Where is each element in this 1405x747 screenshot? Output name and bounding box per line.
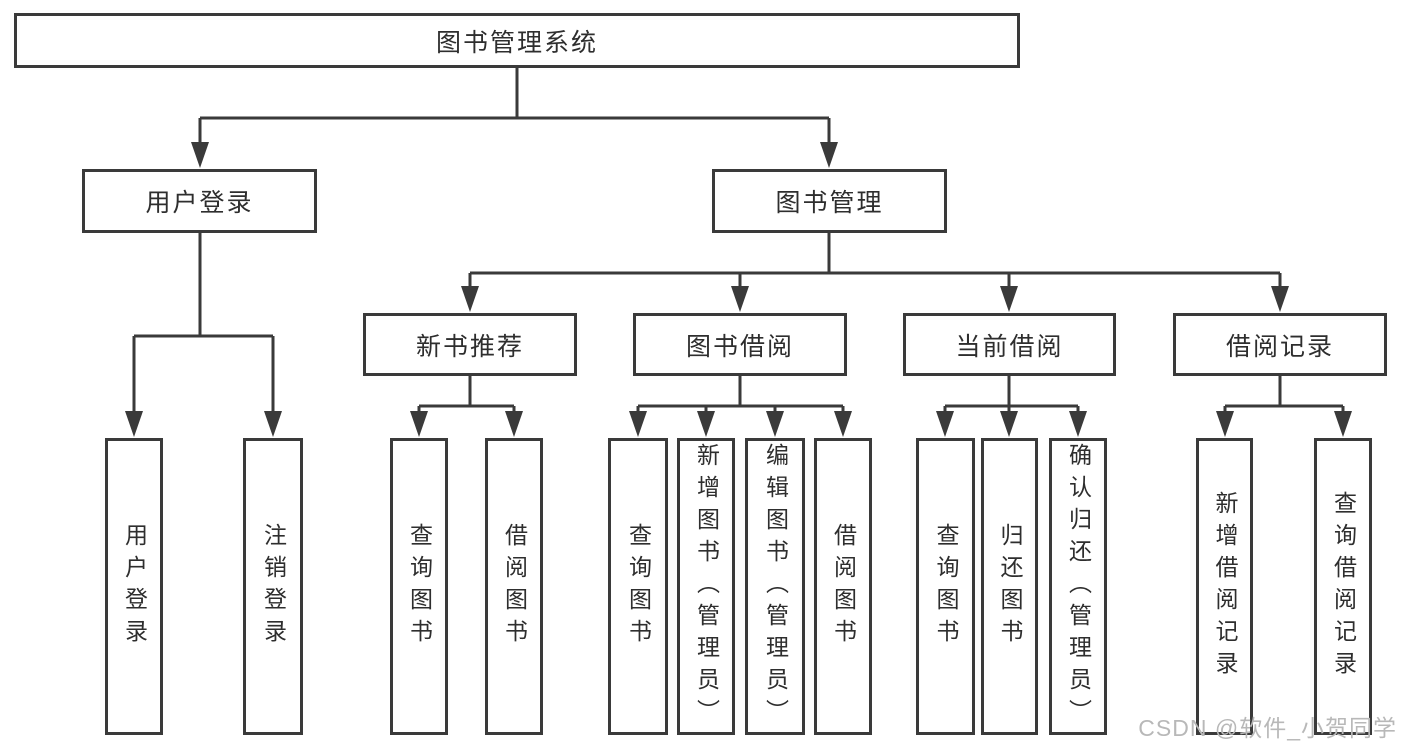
leaf-user-login-label: 用户登录	[121, 522, 148, 651]
node-user-login-label: 用户登录	[145, 189, 254, 217]
leaf-add-book-admin-label: 新增图书（管理员）	[693, 442, 720, 731]
node-current-borrowing: 当前借阅	[903, 313, 1116, 376]
leaf-query-books-borrowing: 查询图书	[608, 438, 668, 735]
connector-book-management	[461, 233, 1289, 312]
leaf-add-book-admin: 新增图书（管理员）	[677, 438, 735, 735]
leaf-query-borrow-record-label: 查询借阅记录	[1330, 490, 1357, 683]
leaf-borrow-book-borrowing-label: 借阅图书	[830, 522, 857, 651]
leaf-borrow-book-recommend: 借阅图书	[485, 438, 543, 735]
leaf-return-book: 归还图书	[981, 438, 1038, 735]
connector-book-borrowing	[629, 376, 852, 437]
leaf-logout-label: 注销登录	[260, 522, 287, 651]
connector-borrowing-records	[1216, 376, 1352, 437]
leaf-logout: 注销登录	[243, 438, 303, 735]
node-borrowing-records: 借阅记录	[1173, 313, 1387, 376]
node-book-management-label: 图书管理	[775, 189, 884, 217]
leaf-query-books-current: 查询图书	[916, 438, 975, 735]
connector-root	[191, 68, 838, 168]
node-new-book-recommendation-label: 新书推荐	[415, 332, 524, 361]
leaf-query-books-borrowing-label: 查询图书	[625, 522, 652, 651]
leaf-user-login: 用户登录	[105, 438, 163, 735]
leaf-confirm-return-admin-label: 确认归还（管理员）	[1065, 442, 1092, 731]
connector-current-borrowing	[936, 376, 1087, 437]
node-user-login: 用户登录	[82, 169, 317, 233]
leaf-query-books-current-label: 查询图书	[933, 522, 959, 651]
leaf-return-book-label: 归还图书	[997, 522, 1023, 651]
leaf-borrow-book-recommend-label: 借阅图书	[501, 522, 528, 651]
leaf-add-borrow-record: 新增借阅记录	[1196, 438, 1253, 735]
leaf-query-books-recommend-label: 查询图书	[406, 522, 433, 651]
leaf-edit-book-admin: 编辑图书（管理员）	[745, 438, 805, 735]
node-current-borrowing-label: 当前借阅	[955, 332, 1064, 361]
leaf-confirm-return-admin: 确认归还（管理员）	[1049, 438, 1107, 735]
leaf-query-books-recommend: 查询图书	[390, 438, 448, 735]
leaf-borrow-book-borrowing: 借阅图书	[814, 438, 872, 735]
node-book-borrowing: 图书借阅	[633, 313, 847, 376]
node-root: 图书管理系统	[14, 13, 1020, 68]
connector-user-login	[125, 233, 282, 437]
node-new-book-recommendation: 新书推荐	[363, 313, 577, 376]
connector-new-book-recommendation	[410, 376, 523, 437]
node-root-label: 图书管理系统	[435, 28, 598, 57]
node-book-borrowing-label: 图书借阅	[685, 332, 794, 361]
leaf-query-borrow-record: 查询借阅记录	[1314, 438, 1372, 735]
leaf-add-borrow-record-label: 新增借阅记录	[1212, 490, 1238, 683]
leaf-edit-book-admin-label: 编辑图书（管理员）	[762, 442, 789, 731]
node-borrowing-records-label: 借阅记录	[1225, 332, 1334, 361]
node-book-management: 图书管理	[712, 169, 947, 233]
watermark: CSDN @软件_小贺同学	[1138, 715, 1397, 741]
